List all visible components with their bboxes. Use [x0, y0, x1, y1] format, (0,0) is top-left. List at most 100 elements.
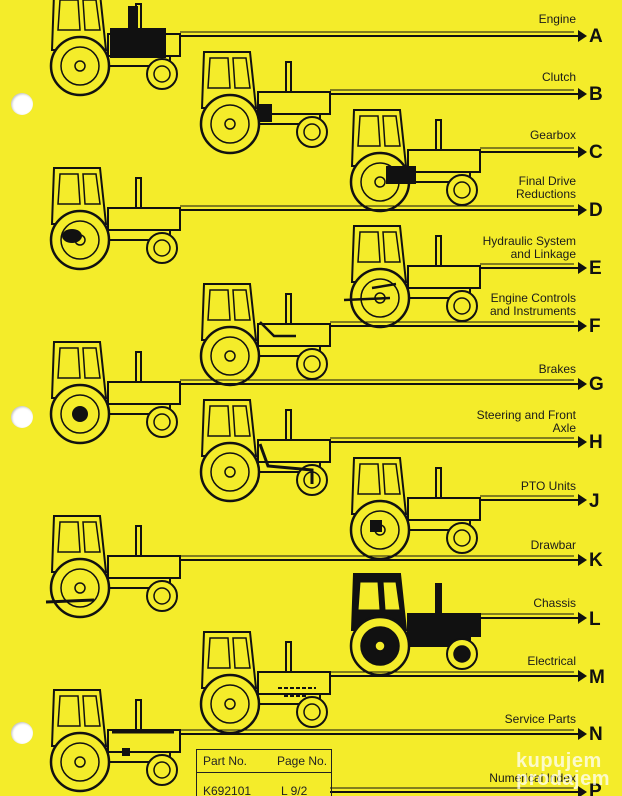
section-letter-k: K	[589, 550, 603, 571]
arrow-head	[578, 786, 587, 796]
arrow-head	[578, 670, 587, 682]
section-label-hydraulic: Hydraulic System and Linkage	[482, 234, 576, 261]
punch-hole	[11, 406, 33, 428]
page-no-value: L 9/2	[281, 784, 308, 796]
tractor-rear-rim	[60, 46, 100, 86]
tractor-cab-window	[57, 695, 81, 727]
section-letter-b: B	[589, 84, 603, 105]
arrow-head	[578, 88, 587, 100]
highlight-clutch	[258, 104, 272, 122]
tractor-hood	[107, 555, 181, 579]
tractor-front-wheel	[146, 232, 178, 264]
tractor-rear-rim	[360, 510, 400, 550]
tractor-rear-wheel	[49, 557, 111, 619]
tractor-rear-rim	[210, 336, 250, 376]
tractor-rear-wheel	[49, 35, 111, 97]
section-letter-c: C	[589, 142, 603, 163]
tractor-cab-window	[82, 695, 101, 727]
section-label-clutch: Clutch	[541, 70, 576, 84]
tractor-cab-window	[207, 289, 231, 321]
tractor-rear-rim	[210, 684, 250, 724]
tractor-front-rim	[153, 65, 171, 83]
tractor-hood	[407, 149, 481, 173]
part-no-value: K692101	[203, 784, 252, 796]
tractor-drawing-11	[349, 573, 587, 677]
highlight-drawbar	[45, 598, 95, 604]
tractor-rear-wheel	[199, 441, 261, 503]
tractor-hood	[407, 265, 481, 289]
tractor-exhaust	[285, 293, 292, 325]
arrow-head	[578, 378, 587, 390]
tractor-rear-hub	[224, 698, 236, 710]
tractor-drawing-8	[199, 399, 587, 503]
highlight-engine-controls	[259, 321, 296, 338]
tractor-rear-hub	[224, 466, 236, 478]
page-no-label: Page No.	[277, 754, 328, 768]
tractor-cab-window	[357, 463, 381, 495]
tractor-exhaust	[135, 525, 142, 557]
tractor-hood	[107, 207, 181, 231]
tractor-cab-window	[382, 231, 401, 263]
tractor-rear-rim	[60, 220, 100, 260]
tractor-cab-window	[82, 0, 101, 31]
tractor-rear-rim	[360, 278, 400, 318]
tractor-rear-wheel	[199, 93, 261, 155]
tractor-drawing-10	[45, 515, 587, 619]
tractor-cab-window	[57, 347, 81, 379]
tractor-exhaust	[285, 61, 292, 93]
part-no-label: Part No.	[203, 754, 248, 768]
tractor-front-wheel	[296, 116, 328, 148]
tractor-hood	[107, 381, 181, 405]
section-label-engine: Engine	[538, 12, 576, 26]
tractor-cab-window	[82, 173, 101, 205]
section-label-service-parts: Service Parts	[504, 712, 576, 726]
tractor-front-rim	[453, 297, 471, 315]
tractor-rear-hub	[374, 640, 386, 652]
tractor-rear-hub	[374, 176, 386, 188]
tractor-drawing-7	[49, 341, 587, 445]
arrow-head	[578, 612, 587, 624]
tractor-exhaust	[285, 641, 292, 673]
tractor-front-wheel	[446, 522, 478, 554]
tractor-front-rim	[153, 761, 171, 779]
tractor-cab-window	[357, 115, 381, 147]
arrow-head	[578, 146, 587, 158]
tractor-front-wheel	[146, 754, 178, 786]
tractor-exhaust	[285, 409, 292, 441]
tractor-drawing-4	[49, 167, 587, 271]
tractor-cab-window	[57, 173, 81, 205]
section-letter-g: G	[589, 374, 604, 395]
highlight-steering	[258, 443, 314, 484]
tractor-rear-rim	[210, 104, 250, 144]
tractor-front-rim	[153, 413, 171, 431]
arrow-head	[578, 728, 587, 740]
tractor-front-rim	[453, 181, 471, 199]
tractor-rear-hub	[224, 118, 236, 130]
section-letter-l: L	[589, 609, 601, 630]
tractor-cab-window	[232, 57, 251, 89]
tractor-rear-hub	[74, 756, 86, 768]
arrow-head	[578, 262, 587, 274]
section-letter-n: N	[589, 724, 603, 745]
tractor-hood	[407, 497, 481, 521]
section-label-chassis: Chassis	[533, 596, 576, 610]
tractor-exhaust	[135, 177, 142, 209]
tractor-drawing-1	[49, 0, 587, 97]
tractor-cab-window	[232, 405, 251, 437]
section-label-drawbar: Drawbar	[530, 538, 576, 552]
tractor-rear-rim	[210, 452, 250, 492]
section-label-electrical: Electrical	[527, 654, 576, 668]
punch-hole	[11, 722, 33, 744]
tractor-front-rim	[153, 239, 171, 257]
section-letter-p: P	[589, 781, 602, 796]
tractor-cab-window	[382, 463, 401, 495]
arrow-head	[578, 436, 587, 448]
tractor-exhaust	[135, 699, 142, 731]
tractor-drawing-3	[349, 109, 587, 213]
section-label-brakes: Brakes	[538, 362, 576, 376]
highlight-brakes	[72, 406, 88, 422]
tractor-cab-window	[357, 581, 381, 611]
tractor-cab-window	[207, 57, 231, 89]
tractor-cab-window	[357, 231, 381, 263]
